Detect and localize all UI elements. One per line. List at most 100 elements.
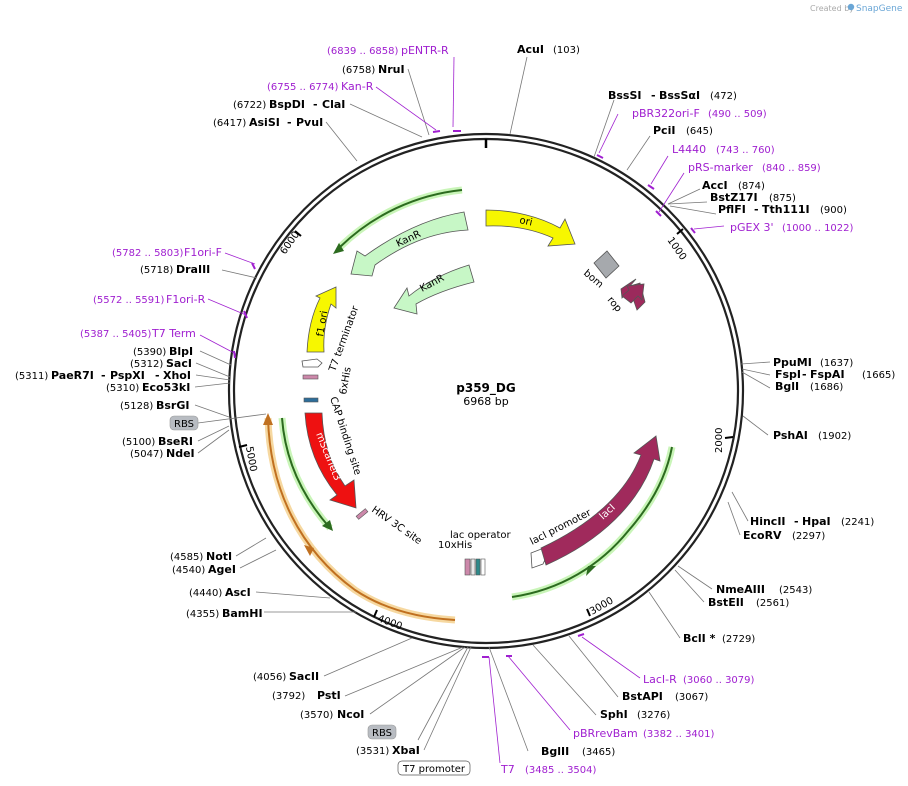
enzyme-fspai: FspAI [810,368,845,381]
hrv3c-label: HRV 3C site [369,504,423,547]
enzyme-ppumi-pos: (1637) [820,358,853,369]
primer-prs-marker: pRS-marker [688,161,753,174]
promoter-small-feature [480,558,486,576]
enzyme-sacii: SacII [289,670,319,683]
enzyme-tth111i: Tth111I [762,203,810,216]
mscarlet3-feature [304,412,357,509]
enzyme-nrui: NruI [378,63,405,76]
enzyme-ecorv-pos: (2297) [792,531,825,542]
enzyme-blpi-pos: (5390) [133,347,166,358]
hrv3c-feature [355,508,369,520]
enzyme-pshai: PshAI [773,429,808,442]
enzyme-xbai: XbaI [392,744,420,757]
svg-text:-: - [287,116,292,129]
mscarlet-thin-arrowhead [322,520,333,531]
enzyme-bsrgi: BsrGI [156,399,189,412]
enzyme-xbai-pos: (3531) [356,746,389,757]
enzyme-asci-pos: (4440) [189,588,222,599]
t7-terminator-label: T7 terminator [327,304,362,374]
enzyme-acui: AcuI [517,43,544,56]
enzyme-bstz17i: BstZ17I [710,191,758,204]
leader-lines [194,56,771,764]
enzyme-bsssi: BssSI [608,89,642,102]
primer-pbrrevbam: pBRrevBam [573,727,638,740]
enzyme-pflfi-pos: (900) [820,205,847,216]
t7-promoter-box [397,760,471,776]
rbs-feature-center [470,558,476,576]
cap-binding-feature [303,397,319,403]
svg-text:-: - [754,203,759,216]
sixhis-label: 6xHis [338,366,354,395]
rbs-label-bottom: RBS [372,728,392,739]
snapgene-logo-icon [847,3,855,11]
f1ori-label: f1 ori [315,310,330,338]
enzyme-draiii-pos: (5718) [140,265,173,276]
enzyme-bglii: BglII [541,745,569,758]
svg-text:-: - [313,98,318,111]
primer-l4440: L4440 [672,143,706,156]
orange-arc-arrowhead [263,413,273,425]
enzyme-ppumi: PpuMI [773,356,812,369]
enzyme-labels: AcuI (103) BssSI - BssSαI (472) PciI (64… [15,43,895,758]
enzyme-ndei-pos: (5047) [130,449,163,460]
rop-arrow [621,283,645,304]
enzyme-fspi: FspI [775,368,801,381]
enzyme-fspi-pos: (1665) [862,370,895,381]
enzyme-asisi-pos: (6417) [213,118,246,129]
laci-feature [540,435,661,566]
enzyme-bseri-pos: (5100) [122,437,155,448]
enzyme-pvui: PvuI [296,116,323,129]
kanr-outer-arrow [339,189,463,248]
rbs-label-left: RBS [174,419,194,430]
enzyme-sphi: SphI [600,708,628,721]
sixhis-feature [302,374,319,380]
enzyme-hincii: HincII [750,515,786,528]
kanr-outer-arrowhead [333,243,344,254]
primer-t7: T7 [500,763,515,776]
primer-kan-r-range: (6755 .. 6774) [267,82,339,93]
enzyme-ncoi-pos: (3570) [300,710,333,721]
enzyme-asci: AscI [225,586,251,599]
primer-f1ori-f-range: (5782 .. 5803) [112,248,184,259]
ori-label: ori [518,215,533,228]
tick-label-1000: 1000 [665,235,689,262]
enzyme-xhoi: XhoI [163,369,191,382]
enzyme-pshai-pos: (1902) [818,431,851,442]
svg-text:-: - [155,369,160,382]
mscarlet-thin-arrow [281,417,331,529]
kanr-feature-outer [350,211,469,277]
svg-text:-: - [802,368,807,381]
laci-thin-arrow [511,446,673,598]
enzyme-saci: SacI [166,357,192,370]
primer-marks [233,130,696,658]
enzyme-pflfi: PflFI [718,203,746,216]
primer-pbrrevbam-range: (3382 .. 3401) [643,729,715,740]
orange-arc [267,417,456,621]
enzyme-eco53ki-pos: (5310) [106,383,139,394]
primer-laci-r-range: (3060 .. 3079) [683,675,755,686]
primer-prs-marker-range: (840 .. 859) [762,163,821,174]
rop-label: rop [605,295,624,315]
tick-marks [238,228,734,618]
enzyme-nmeaiii: NmeAIII [716,583,765,596]
enzyme-bstz17i-pos: (875) [769,193,796,204]
enzyme-eco53ki: Eco53kI [142,381,190,394]
plasmid-length: 6968 bp [463,395,508,408]
enzyme-clai: ClaI [322,98,345,111]
orange-arc-glow [264,417,456,624]
enzyme-bstapi: BstAPI [622,690,663,703]
credit-created-by: Created by [810,4,854,13]
enzyme-noti: NotI [206,550,232,563]
laci-thin-arrowhead [586,566,596,576]
enzyme-ndei: NdeI [166,447,195,460]
enzyme-saci-pos: (5312) [130,359,163,370]
rbs-box-bottom [367,724,397,740]
primer-t7term: T7 Term [151,327,196,340]
enzyme-sacii-pos: (4056) [253,672,286,683]
enzyme-bsrgi-pos: (5128) [120,401,153,412]
svg-text:-: - [651,89,656,102]
enzyme-bspdi: BspDI [269,98,305,111]
enzyme-bgli-pos: (1686) [810,382,843,393]
enzyme-draiii: DraIII [176,263,210,276]
enzyme-bsssi-pos: (472) [710,91,737,102]
